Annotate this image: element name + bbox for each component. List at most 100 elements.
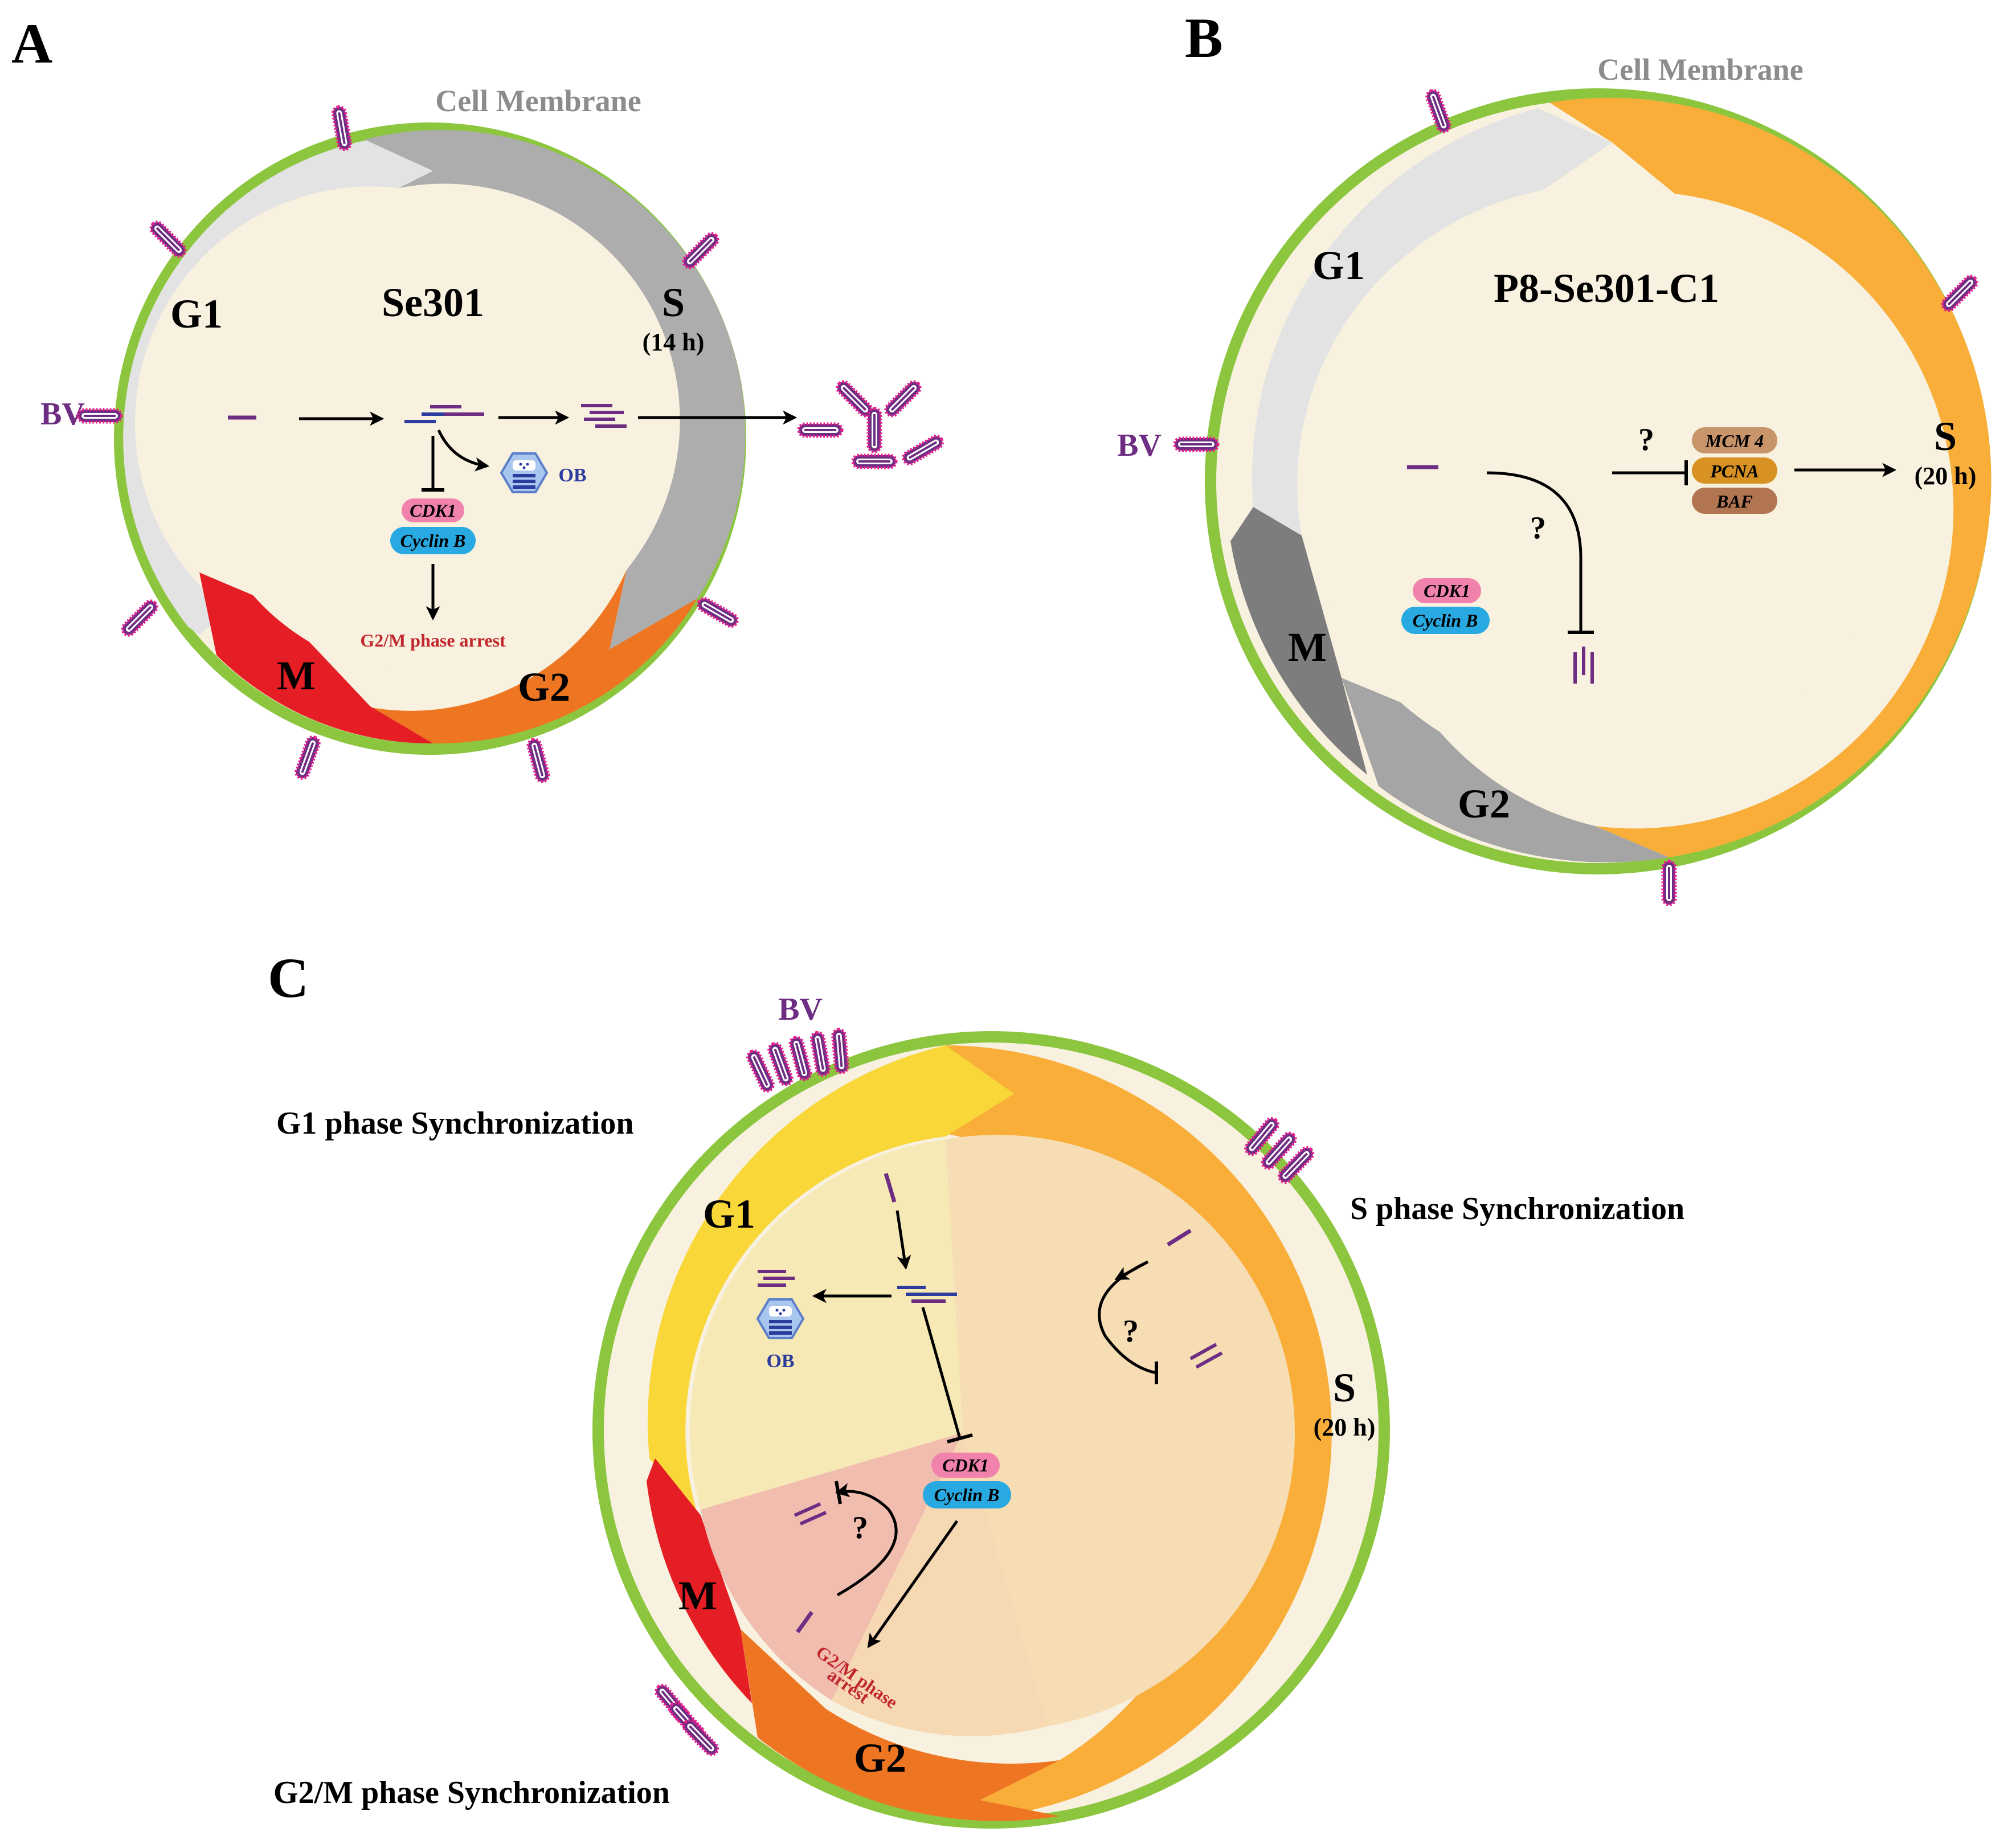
- panel-c-inhibition-icon: [921, 1307, 962, 1439]
- panel-b-g1-band: [1252, 108, 1612, 535]
- panel-b-mcm-pill: [1692, 427, 1777, 453]
- panel-c-cdk1-pill: [931, 1453, 1000, 1478]
- panel-c-progeny-dna-icon: [758, 1270, 795, 1287]
- panel-b-question-2: ?: [1530, 510, 1546, 546]
- panel-c-inhibition-bar: [947, 1433, 973, 1444]
- panel-a-g2-band: [365, 570, 698, 744]
- panel-b-g2-label: G2: [1458, 781, 1510, 827]
- panel-b-title: P8-Se301-C1: [1494, 265, 1719, 311]
- panel-b-virion-icon: [1663, 861, 1675, 905]
- panel-b-virion-icon: [1940, 273, 1979, 313]
- panel-a-replicating-dna-icon: [404, 405, 484, 423]
- panel-c: C BV G1 phase Synchronization S phase Sy…: [268, 946, 1684, 1829]
- panel-c-cyclin-label: Cyclin B: [934, 1485, 1000, 1505]
- panel-b-m-label: M: [1288, 624, 1327, 670]
- panel-c-g1-label: G1: [703, 1191, 755, 1237]
- panel-c-question-g2m: ?: [852, 1510, 868, 1545]
- panel-c-g1-band: [648, 1045, 1014, 1515]
- panel-c-g2-label: G2: [854, 1735, 906, 1781]
- panel-c-occlusion-body-icon: [756, 1298, 804, 1339]
- panel-c-s-band: [946, 1045, 1332, 1817]
- panel-b-baf-label: BAF: [1716, 491, 1753, 512]
- panel-a-virion-icon: [295, 735, 321, 780]
- panel-b-cyclin-pill: [1401, 607, 1490, 634]
- panel-a-virion-icon: [696, 596, 740, 628]
- panel-b: B P8-Se301-C1 Cell Membrane G1 S (20 h) …: [1117, 6, 1992, 905]
- panel-a-released-virion-icon: [853, 455, 896, 468]
- panel-c-s-dna-fragment-icon: [1167, 1229, 1192, 1246]
- panel-c-ob-label: OB: [766, 1351, 794, 1372]
- panel-a-ob-arrow-icon: [437, 429, 490, 472]
- panel-c-g2m-sector: [701, 1433, 963, 1700]
- panel-b-baf-pill: [1692, 488, 1777, 514]
- panel-a-cdk1-label: CDK1: [410, 500, 456, 521]
- panel-a: A Se301 Cell Membrane G1 S (14 h) M G2 B…: [11, 12, 944, 783]
- panel-c-g2m-dna-icon: [794, 1502, 827, 1526]
- panel-c-g2m-sync-label: G2/M phase Synchronization: [273, 1775, 670, 1810]
- panel-a-g2-label: G2: [518, 664, 570, 710]
- panel-a-released-virion-icon: [799, 424, 842, 436]
- panel-c-arrow-icon: [895, 1210, 911, 1270]
- panel-c-g2m-dna-fragment-icon: [796, 1610, 813, 1634]
- panel-a-m-label: M: [277, 653, 316, 698]
- panel-a-g1-label: G1: [170, 291, 223, 337]
- panel-b-g2-band: [1342, 678, 1669, 862]
- panel-c-g2m-inhibition-bar: [835, 1481, 842, 1504]
- panel-a-cdk1-pill: [402, 498, 464, 522]
- panel-a-progeny-dna-icon: [581, 404, 627, 428]
- panel-a-virion-icon: [120, 598, 159, 637]
- panel-a-released-virion-icon: [868, 408, 881, 452]
- panel-b-mcm-label: MCM 4: [1705, 431, 1764, 451]
- panel-c-g1-sector: [689, 1139, 963, 1510]
- panel-a-arrest-label: G2/M phase arrest: [360, 630, 506, 651]
- panel-c-s-dna-icon: [1189, 1343, 1223, 1369]
- panel-b-membrane-label: Cell Membrane: [1597, 52, 1803, 87]
- panel-c-replicating-dna-icon: [897, 1286, 957, 1303]
- panel-b-s-label: S: [1934, 414, 1957, 459]
- panel-a-membrane-label: Cell Membrane: [435, 84, 641, 118]
- panel-b-bv-label: BV: [1117, 428, 1162, 463]
- panel-a-letter: A: [11, 12, 52, 75]
- panel-a-s-band: [365, 130, 746, 650]
- panel-b-pcna-label: PCNA: [1710, 461, 1759, 481]
- panel-c-g2-band: [741, 1629, 1060, 1821]
- panel-a-nucleus: [194, 202, 666, 675]
- panel-a-ob-label: OB: [558, 465, 586, 486]
- panel-c-letter: C: [268, 946, 309, 1009]
- panel-a-title: Se301: [382, 280, 484, 325]
- panel-b-cdk1-label: CDK1: [1424, 580, 1470, 601]
- panel-c-s-label: S: [1333, 1365, 1356, 1410]
- panel-c-s-arrow-head: [1114, 1260, 1149, 1281]
- panel-a-cyclin-label: Cyclin B: [400, 530, 466, 551]
- panel-c-question-s: ?: [1123, 1314, 1139, 1349]
- panel-a-virion-icon: [78, 410, 121, 422]
- panel-c-s-sector: [946, 1135, 1295, 1726]
- panel-b-virion-icon: [1175, 438, 1218, 451]
- panel-b-blocked-dna-icon: [1573, 647, 1594, 684]
- panel-c-s-duration: (20 h): [1314, 1413, 1376, 1441]
- panel-a-occlusion-body-icon: [500, 452, 548, 493]
- panel-c-m-band: [647, 1458, 752, 1703]
- panel-b-pcna-pill: [1692, 457, 1777, 484]
- panel-a-m-band: [199, 573, 433, 744]
- panel-b-g1-label: G1: [1312, 243, 1365, 288]
- panel-b-cdk1-pill: [1413, 578, 1481, 603]
- panel-c-cyclin-pill: [923, 1481, 1011, 1508]
- panel-b-s-duration: (20 h): [1915, 462, 1977, 490]
- panel-c-g2m-loop-icon: [835, 1483, 898, 1597]
- panel-b-s-band: [1549, 97, 1992, 857]
- panel-c-bv-label: BV: [778, 992, 823, 1027]
- panel-a-released-virion-icon: [883, 379, 922, 418]
- panel-a-s-duration: (14 h): [643, 328, 705, 356]
- panel-a-s-label: S: [662, 280, 685, 325]
- panel-c-g2m-sector-lower: [832, 1433, 1048, 1736]
- panel-b-m-band: [1230, 507, 1367, 775]
- panel-b-letter: B: [1185, 6, 1223, 69]
- panel-a-virion-icon: [681, 231, 720, 270]
- panel-a-virion-icon: [527, 738, 550, 783]
- panel-b-question-1: ?: [1638, 422, 1654, 457]
- panel-c-dna-fragment-icon: [884, 1172, 897, 1203]
- panel-c-s-sync-label: S phase Synchronization: [1350, 1191, 1684, 1226]
- panel-b-cyclin-label: Cyclin B: [1413, 610, 1478, 631]
